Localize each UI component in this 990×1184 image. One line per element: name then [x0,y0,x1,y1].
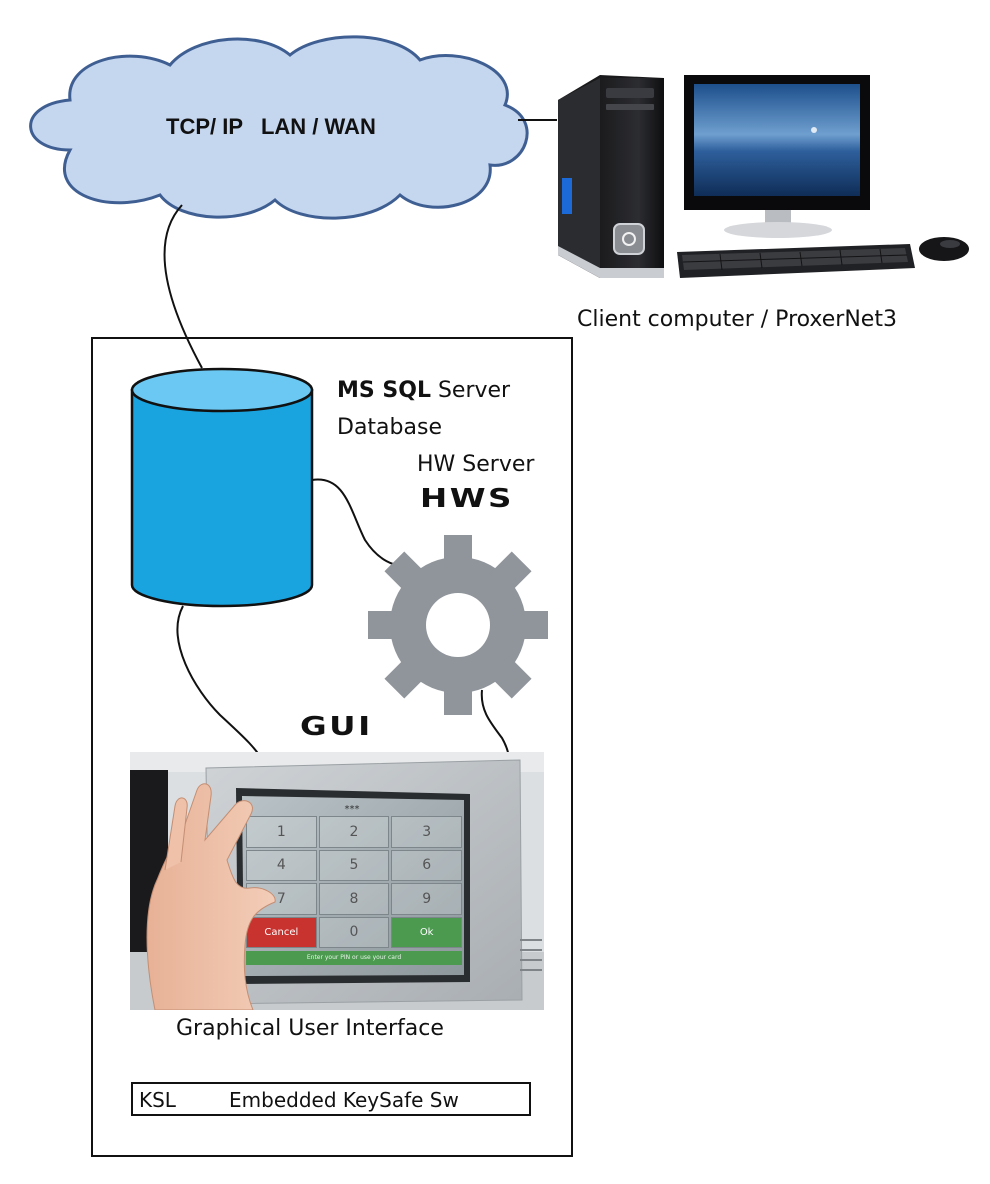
hws-logo: HWS [420,484,514,514]
keypad-prompt: Enter your PIN or use your card [246,951,462,965]
keypad-key-8[interactable]: 8 [318,883,390,915]
ksl-description: Embedded KeySafe Sw [229,1088,459,1112]
keypad-key-4[interactable]: 4 [246,849,317,881]
gear-icon [368,535,548,715]
client-computer-caption: Client computer / ProxerNet3 [577,307,897,332]
keypad-key-2[interactable]: 2 [318,816,390,848]
keypad-key-9[interactable]: 9 [391,883,462,915]
hand-image [146,783,276,1010]
keypad-key-3[interactable]: 3 [391,816,462,848]
keypad-key-5[interactable]: 5 [318,849,390,881]
gui-caption: Graphical User Interface [176,1016,444,1041]
keypad-key-1[interactable]: 1 [246,816,317,848]
database-subtitle: Database [337,415,442,440]
ksl-code: KSL [139,1088,176,1112]
keypad-header: *** [345,804,360,815]
connector-database-to-gui [176,605,266,766]
keypad-key-6[interactable]: 6 [391,849,462,881]
keypad-key-0[interactable]: 0 [318,916,390,948]
database-title-bold: MS SQL [337,378,431,403]
network-label: TCP/ IP LAN / WAN [166,114,376,139]
gui-logo: GUI [300,712,373,742]
connector-database-to-hws [311,478,409,567]
keypad-ok-button[interactable]: Ok [391,916,462,948]
hw-server-caption: HW Server [417,452,535,477]
connector-cloud-to-database [163,204,203,369]
system-boundary-box [91,337,573,1157]
ksl-box: KSL Embedded KeySafe Sw [131,1082,531,1116]
database-title-rest: Server [430,378,511,403]
client-computer [558,75,969,278]
database-title: MS SQL Server [337,378,510,403]
database-cylinder [130,367,314,608]
network-cloud [29,35,529,220]
keypad-cancel-button[interactable]: Cancel [246,916,317,948]
